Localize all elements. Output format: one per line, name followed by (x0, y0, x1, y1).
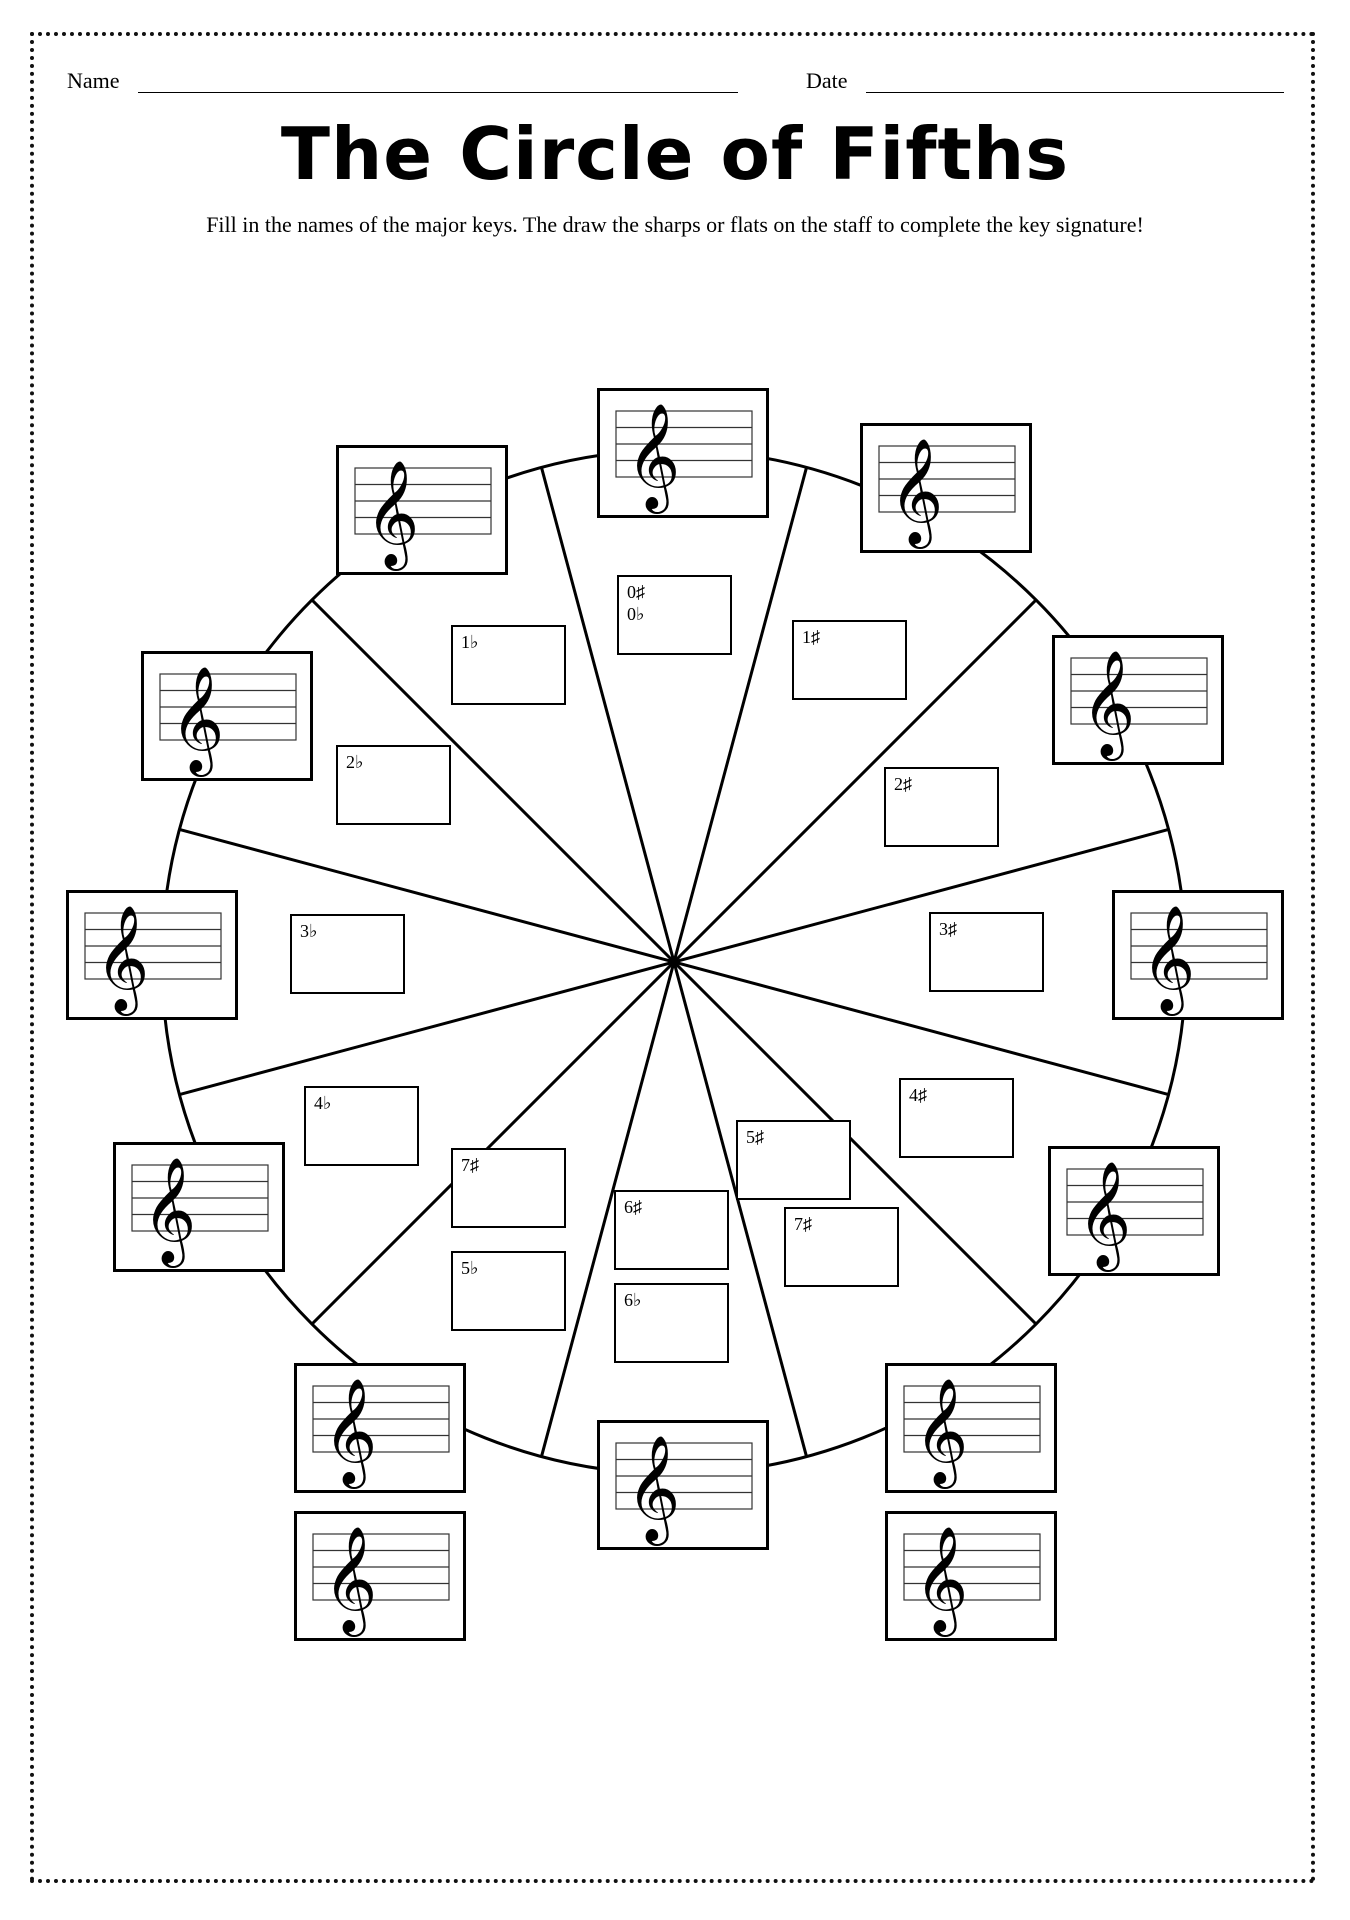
staff-card-top[interactable]: 𝄞 (597, 388, 769, 518)
key-box-6-sharps[interactable]: 6♯ (614, 1190, 729, 1270)
staff-card-6[interactable]: 𝄞 (885, 1511, 1057, 1641)
key-label: 5♯ (746, 1127, 764, 1147)
key-label: 7♯ (794, 1214, 812, 1234)
key-box-3-flats[interactable]: 3♭ (290, 914, 405, 994)
page-border (30, 32, 1315, 1883)
treble-clef-icon: 𝄞 (626, 402, 680, 514)
key-label: 0♯ (627, 582, 645, 602)
key-box-1-sharp[interactable]: 1♯ (792, 620, 907, 700)
treble-clef-icon: 𝄞 (1081, 649, 1135, 761)
key-box-7-sharps-left[interactable]: 7♯ (451, 1148, 566, 1228)
treble-clef-icon: 𝄞 (889, 437, 943, 549)
treble-clef-icon: 𝄞 (170, 665, 224, 777)
treble-clef-icon: 𝄞 (323, 1525, 377, 1637)
wheel-spoke (540, 467, 808, 1457)
staff-card-left-4[interactable]: 𝄞 (113, 1142, 285, 1272)
key-label: 1♭ (461, 632, 479, 652)
key-box-0-sharps-flats[interactable]: 0♯ 0♭ (617, 575, 732, 655)
staff-card-left-5[interactable]: 𝄞 (294, 1363, 466, 1493)
key-box-3-sharps[interactable]: 3♯ (929, 912, 1044, 992)
key-label: 0♭ (627, 604, 645, 624)
staff-card-3[interactable]: 𝄞 (1112, 890, 1284, 1020)
wheel-spokes (179, 467, 1169, 1457)
key-box-7-sharps-right[interactable]: 7♯ (784, 1207, 899, 1287)
key-box-2-flats[interactable]: 2♭ (336, 745, 451, 825)
key-box-4-flats[interactable]: 4♭ (304, 1086, 419, 1166)
staff-card-bottom[interactable]: 𝄞 (597, 1420, 769, 1550)
key-label: 4♭ (314, 1093, 332, 1113)
page-title: The Circle of Fifths (280, 112, 1070, 196)
treble-clef-icon: 𝄞 (626, 1434, 680, 1546)
key-label: 5♭ (461, 1258, 479, 1278)
key-label: 3♭ (300, 921, 318, 941)
key-label: 4♯ (909, 1085, 927, 1105)
key-label: 3♯ (939, 919, 957, 939)
treble-clef-icon: 𝄞 (95, 904, 149, 1016)
staff-card-left-6[interactable]: 𝄞 (294, 1511, 466, 1641)
key-label: 6♭ (624, 1290, 642, 1310)
key-box-4-sharps[interactable]: 4♯ (899, 1078, 1014, 1158)
staff-card-2[interactable]: 𝄞 (1052, 635, 1224, 765)
key-box-1-flat[interactable]: 1♭ (451, 625, 566, 705)
treble-clef-icon: 𝄞 (365, 459, 419, 571)
staff-card-4[interactable]: 𝄞 (1048, 1146, 1220, 1276)
key-label: 7♯ (461, 1155, 479, 1175)
staff-card-1[interactable]: 𝄞 (860, 423, 1032, 553)
staff-card-left-2[interactable]: 𝄞 (141, 651, 313, 781)
key-label: 1♯ (802, 627, 820, 647)
key-label: 2♭ (346, 752, 364, 772)
treble-clef-icon: 𝄞 (1141, 904, 1195, 1016)
key-box-2-sharps[interactable]: 2♯ (884, 767, 999, 847)
treble-clef-icon: 𝄞 (142, 1156, 196, 1268)
key-label: 6♯ (624, 1197, 642, 1217)
name-field[interactable] (138, 92, 738, 93)
treble-clef-icon: 𝄞 (1077, 1160, 1131, 1272)
key-label: 2♯ (894, 774, 912, 794)
instructions-text: Fill in the names of the major keys. The… (206, 212, 1144, 237)
treble-clef-icon: 𝄞 (323, 1377, 377, 1489)
date-field[interactable] (866, 92, 1284, 93)
staff-card-5[interactable]: 𝄞 (885, 1363, 1057, 1493)
treble-clef-icon: 𝄞 (914, 1377, 968, 1489)
key-box-6-flats[interactable]: 6♭ (614, 1283, 729, 1363)
staff-card-left-3[interactable]: 𝄞 (66, 890, 238, 1020)
staff-card-left-1[interactable]: 𝄞 (336, 445, 508, 575)
name-label: Name (67, 68, 120, 93)
key-box-5-sharps[interactable]: 5♯ (736, 1120, 851, 1200)
key-box-5-flats[interactable]: 5♭ (451, 1251, 566, 1331)
treble-clef-icon: 𝄞 (914, 1525, 968, 1637)
date-label: Date (806, 68, 848, 93)
